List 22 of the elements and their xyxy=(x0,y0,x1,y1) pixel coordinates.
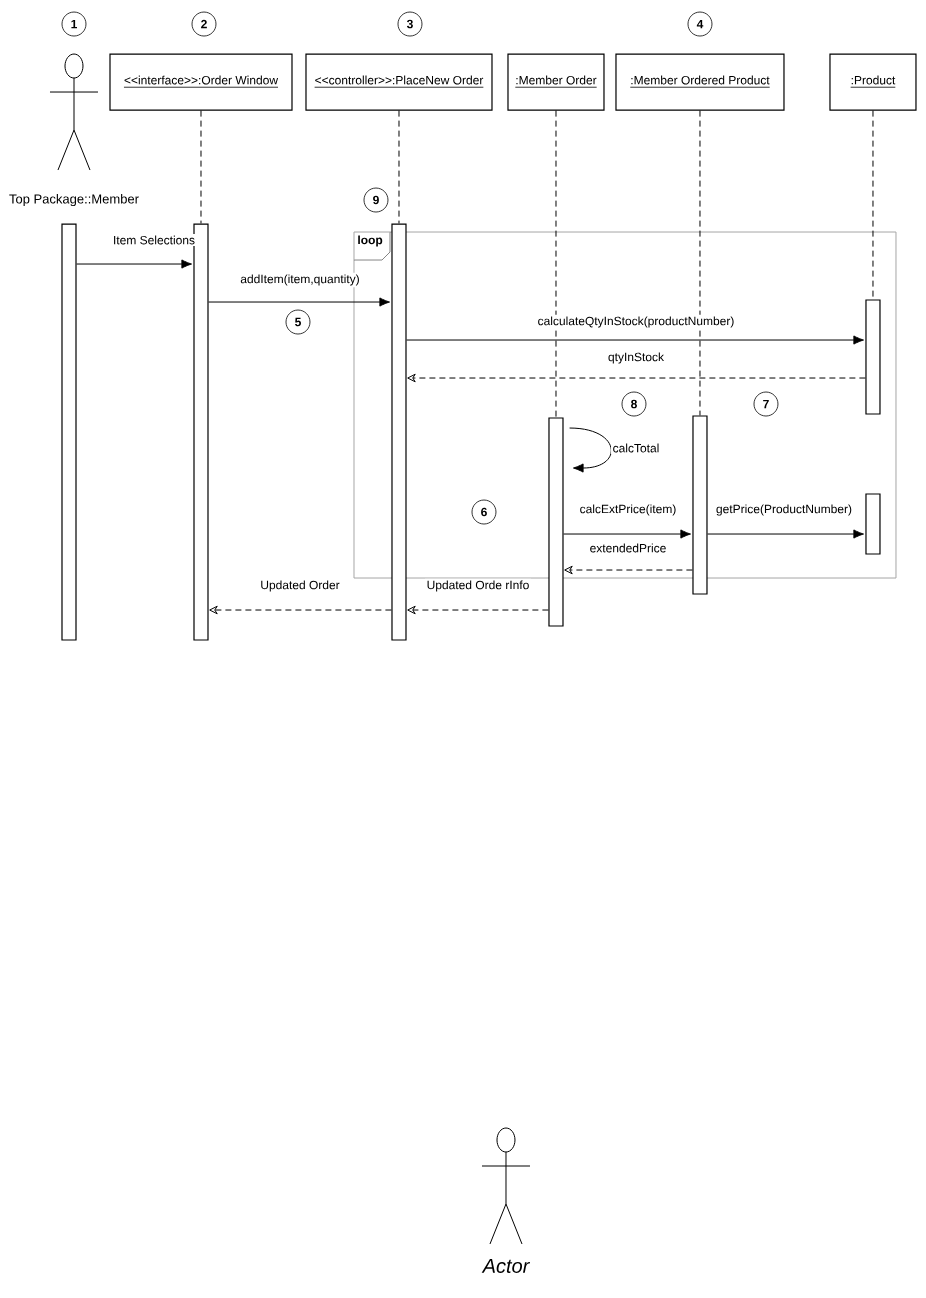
message-arrow xyxy=(406,335,864,345)
lifeline xyxy=(555,110,557,418)
message-arrow xyxy=(563,529,691,539)
lifeline xyxy=(398,110,400,224)
actor: Actor xyxy=(481,1127,531,1273)
message-arrow xyxy=(407,605,549,615)
activation-bar xyxy=(692,415,708,595)
node-label: Actor xyxy=(481,1259,531,1273)
message-arrow xyxy=(209,605,392,615)
activation-bar xyxy=(865,299,881,415)
message-arrow xyxy=(407,373,866,383)
lifeline xyxy=(872,110,874,300)
message-arrow xyxy=(569,427,612,473)
message-arrow xyxy=(564,565,693,575)
message-arrow xyxy=(76,259,193,269)
lifeline xyxy=(200,110,202,224)
lifeline xyxy=(699,110,701,416)
message-arrow xyxy=(208,297,390,307)
activation-bar xyxy=(61,223,77,641)
activation-bar xyxy=(865,493,881,555)
message-arrow xyxy=(707,529,864,539)
activation-bar xyxy=(548,417,564,627)
